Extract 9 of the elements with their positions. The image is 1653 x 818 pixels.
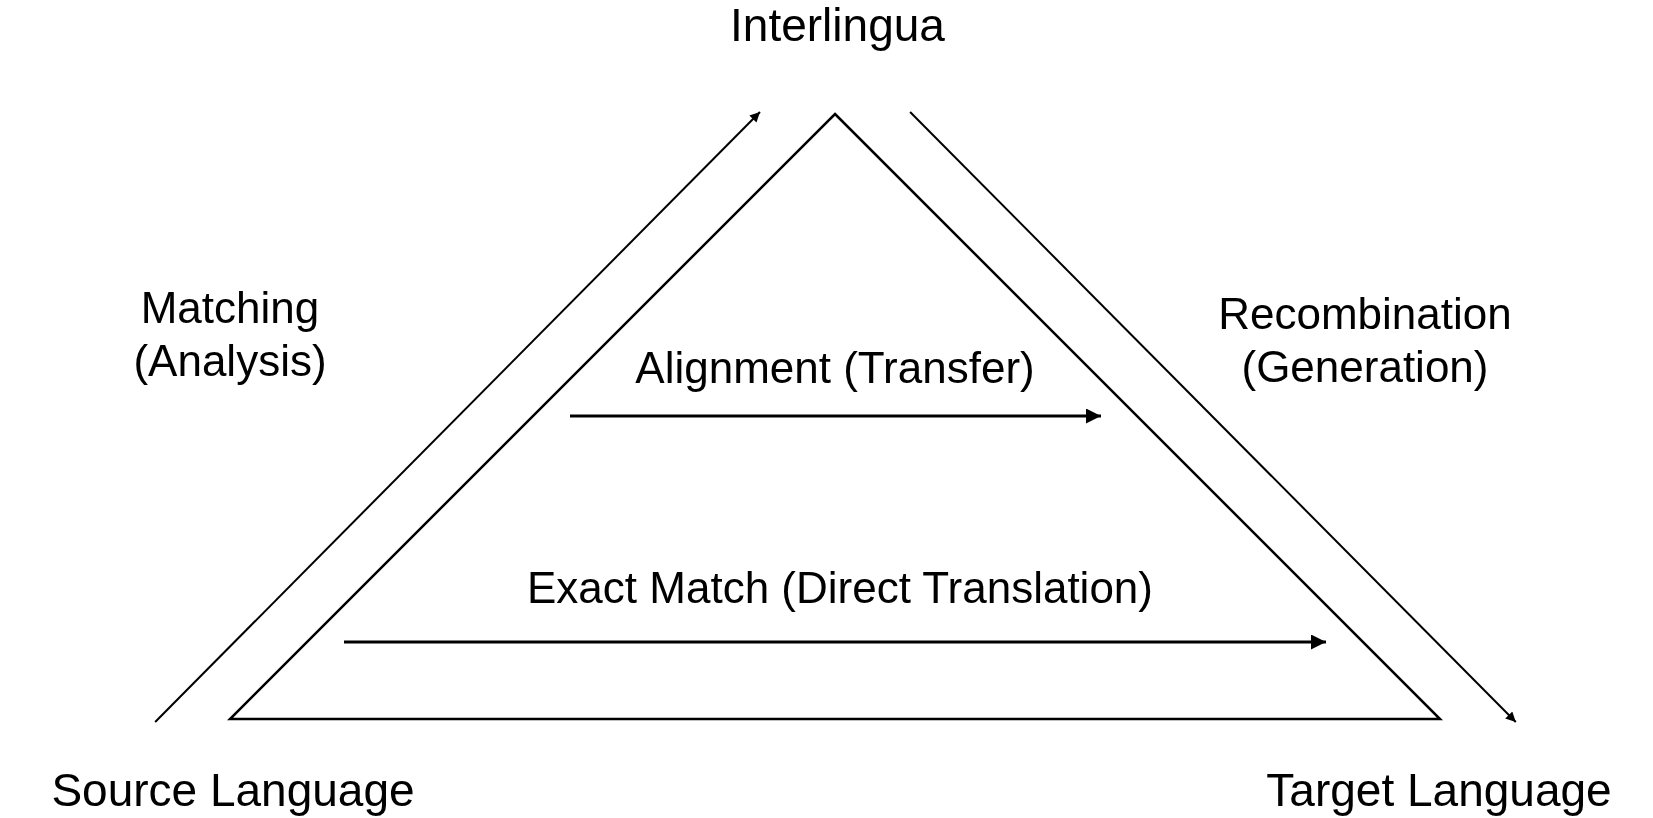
- edge-label: Matching (Analysis): [132, 282, 328, 387]
- arrow: [909, 111, 1517, 723]
- node-label: Target Language: [1228, 722, 1650, 816]
- arrow-label: Exact Match (Direct Translation): [526, 562, 1154, 614]
- node-label: Source Language: [8, 722, 458, 816]
- arrow-label: Alignment (Transfer): [634, 342, 1036, 394]
- edge-label: Recombination (Generation): [1217, 288, 1513, 393]
- arrow: [154, 111, 761, 723]
- node-label: Interlingua: [700, 0, 975, 112]
